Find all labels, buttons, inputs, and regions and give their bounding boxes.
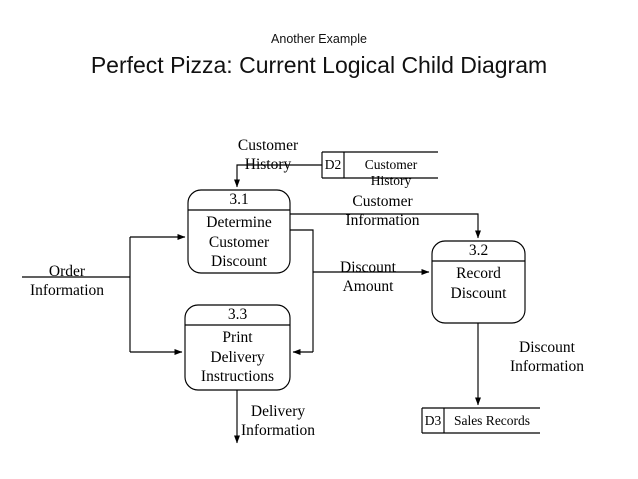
flow-order-information: [22, 234, 186, 355]
flow-label-order-information: Order Information: [29, 263, 105, 299]
flow-label-discount-information: Discount Information: [509, 339, 585, 375]
process-3-1-label: Determine Customer Discount: [206, 214, 272, 270]
flow-label-delivery-information: Delivery Information: [240, 403, 316, 439]
subtitle: Another Example: [271, 32, 367, 46]
data-store-d2-id: D2: [324, 157, 342, 172]
flow-discount-amount: [290, 229, 430, 355]
flow-label-customer-history: Customer History: [237, 137, 299, 173]
flow-customer-history: [234, 164, 322, 188]
data-store-d3-label: Sales Records: [453, 413, 531, 428]
process-3-2-id: 3.2: [468, 242, 489, 259]
process-3-3-id: 3.3: [227, 306, 248, 323]
page-title: Perfect Pizza: Current Logical Child Dia…: [90, 52, 548, 78]
process-3-1[interactable]: [187, 189, 291, 274]
process-3-2-label: Record Discount: [450, 265, 507, 302]
data-store-d2-label: Customer History: [364, 157, 418, 188]
data-store-d3[interactable]: [421, 407, 540, 434]
process-3-3-label: Print Delivery Instructions: [200, 329, 275, 385]
flow-label-customer-information: Customer Information: [345, 193, 420, 229]
flow-customer-information: [290, 213, 481, 239]
process-3-1-id: 3.1: [229, 191, 249, 208]
flow-label-discount-amount: Discount Amount: [340, 259, 396, 295]
data-store-d3-id: D3: [424, 413, 442, 428]
data-store-d2[interactable]: [321, 151, 438, 179]
